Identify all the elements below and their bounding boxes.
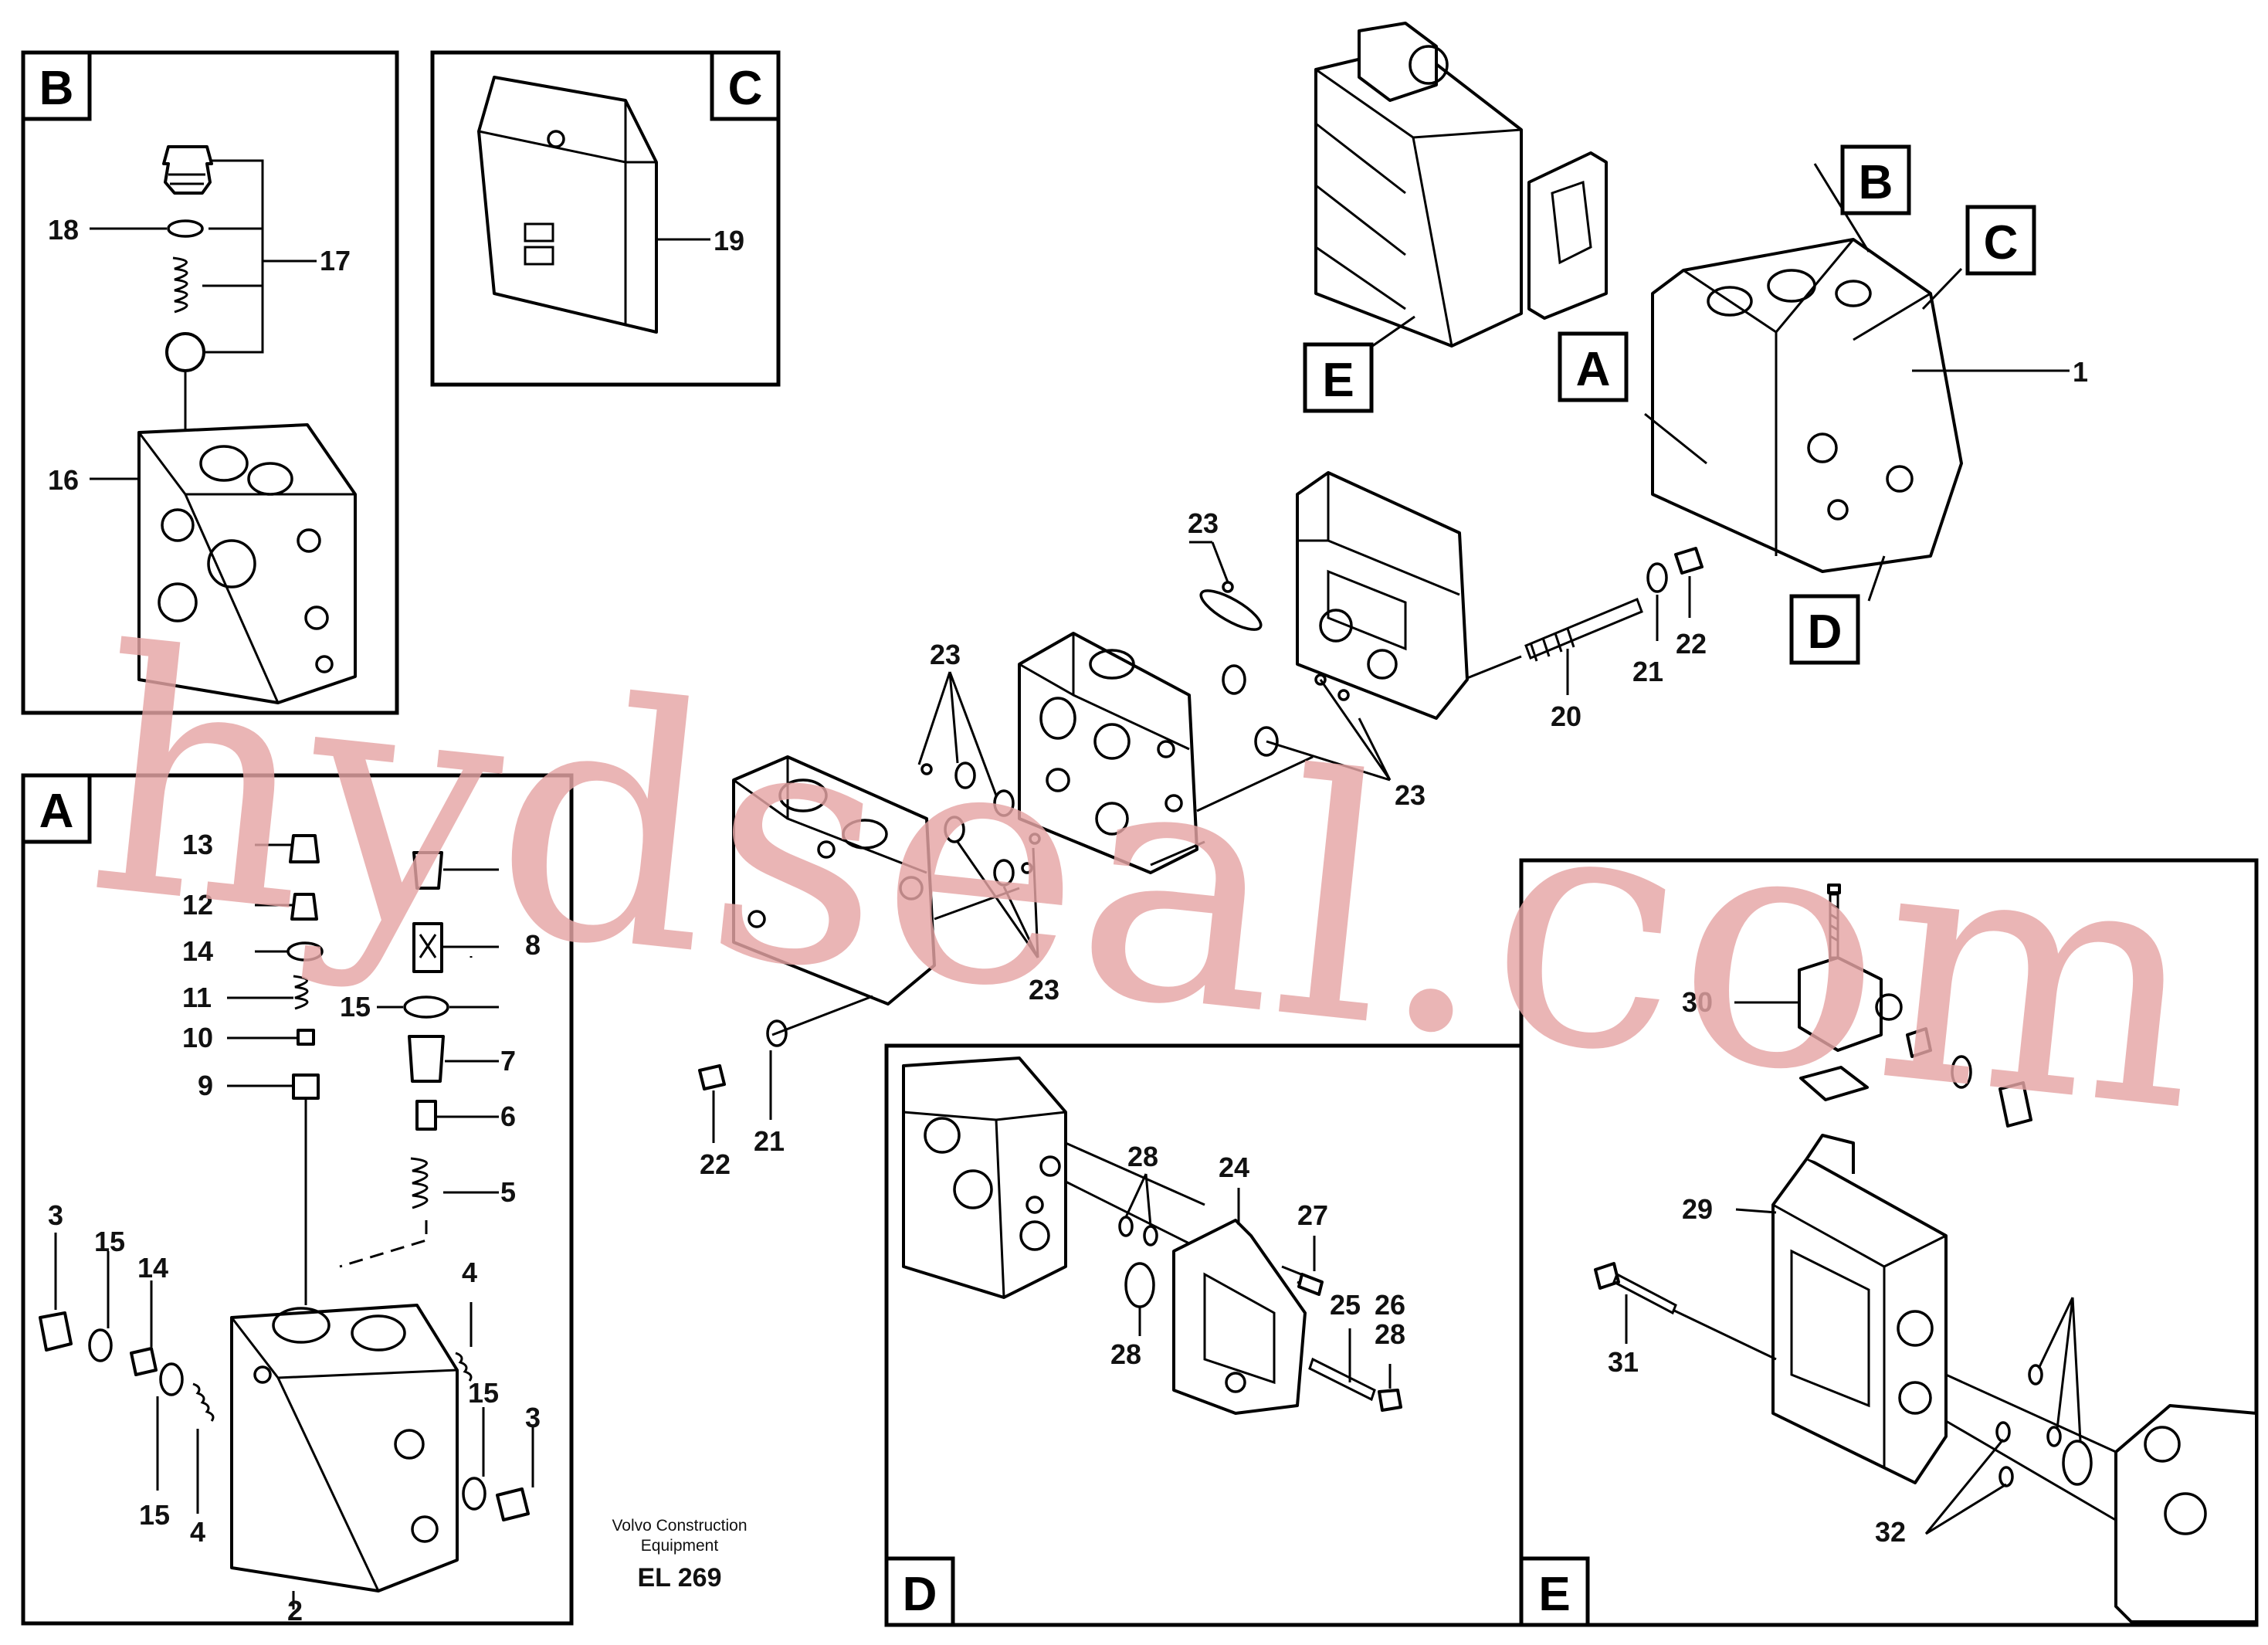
callout-16: 16 bbox=[48, 464, 79, 496]
callout-28-b: 28 bbox=[1110, 1338, 1141, 1370]
footer-line2: Equipment bbox=[641, 1537, 719, 1555]
callout-19: 19 bbox=[714, 225, 744, 256]
footer-code: EL 269 bbox=[637, 1563, 721, 1592]
assembly-label-e: E bbox=[1322, 354, 1354, 407]
panel-e-label: E bbox=[1538, 1568, 1570, 1621]
footer: Volvo Construction Equipment EL 269 bbox=[612, 1517, 747, 1592]
callout-28-a: 28 bbox=[1127, 1141, 1158, 1172]
callout-3-b: 3 bbox=[525, 1402, 541, 1433]
callout-22-b: 22 bbox=[700, 1148, 731, 1180]
assembly-label-a: A bbox=[1576, 343, 1611, 396]
callout-21-a: 21 bbox=[1632, 656, 1663, 687]
callout-25: 25 bbox=[1330, 1289, 1361, 1321]
callout-4-a: 4 bbox=[462, 1257, 477, 1288]
panel-b-label: B bbox=[39, 62, 74, 115]
panel-a: A bbox=[21, 773, 574, 1626]
assembly-label-d: D bbox=[1808, 605, 1843, 659]
callout-2: 2 bbox=[287, 1595, 303, 1626]
callout-7: 7 bbox=[500, 1045, 516, 1077]
callout-23-d: 23 bbox=[1029, 974, 1059, 1006]
callout-30: 30 bbox=[1682, 986, 1713, 1018]
callout-4-b: 4 bbox=[190, 1516, 205, 1548]
callout-23-c: 23 bbox=[930, 639, 961, 670]
panel-d-label: D bbox=[903, 1568, 937, 1621]
callout-18: 18 bbox=[48, 214, 79, 246]
assembly-label-c: C bbox=[1984, 216, 2019, 270]
callout-23-b: 23 bbox=[1395, 779, 1426, 811]
callout-29: 29 bbox=[1682, 1193, 1713, 1225]
callout-14-a: 14 bbox=[182, 935, 213, 967]
callout-32: 32 bbox=[1875, 1516, 1906, 1548]
callout-15-a: 15 bbox=[340, 991, 371, 1023]
callout-12: 12 bbox=[182, 889, 213, 921]
callout-6: 6 bbox=[500, 1101, 516, 1132]
callout-1: 1 bbox=[2073, 356, 2088, 388]
callout-14-b: 14 bbox=[137, 1252, 168, 1284]
callout-17: 17 bbox=[320, 245, 351, 276]
callout-10: 10 bbox=[182, 1022, 213, 1053]
callout-24: 24 bbox=[1219, 1152, 1249, 1183]
assembly-label-b: B bbox=[1859, 156, 1893, 209]
callout-21-b: 21 bbox=[754, 1125, 785, 1157]
callout-9: 9 bbox=[198, 1070, 213, 1101]
callout-20: 20 bbox=[1551, 700, 1581, 732]
callout-23-a: 23 bbox=[1188, 507, 1219, 539]
callout-8: 8 bbox=[525, 929, 541, 961]
panel-b: B 18 17 16 bbox=[21, 50, 399, 715]
callout-28-c: 28 bbox=[1375, 1318, 1405, 1350]
callout-15-d: 15 bbox=[139, 1499, 170, 1531]
panel-c: C 19 bbox=[430, 50, 781, 387]
footer-line1: Volvo Construction bbox=[612, 1517, 747, 1535]
callout-13: 13 bbox=[182, 829, 213, 860]
panel-e: E 30 29 31 bbox=[1519, 858, 2259, 1627]
callout-15-b: 15 bbox=[94, 1226, 125, 1257]
callout-11: 11 bbox=[182, 982, 212, 1013]
main-assembly: E 1 A B C D 20 21 22 bbox=[698, 22, 2088, 1180]
callout-26: 26 bbox=[1375, 1289, 1405, 1321]
callout-27: 27 bbox=[1297, 1199, 1328, 1231]
panel-c-label: C bbox=[728, 62, 763, 115]
callout-31: 31 bbox=[1608, 1346, 1639, 1378]
panel-a-label: A bbox=[39, 785, 74, 838]
callout-15-c: 15 bbox=[468, 1377, 499, 1409]
callout-3-a: 3 bbox=[48, 1199, 63, 1231]
panel-d: D 28 28 24 27 25 26 28 bbox=[884, 1043, 1524, 1627]
callout-5: 5 bbox=[500, 1176, 516, 1208]
callout-22-a: 22 bbox=[1676, 628, 1707, 660]
